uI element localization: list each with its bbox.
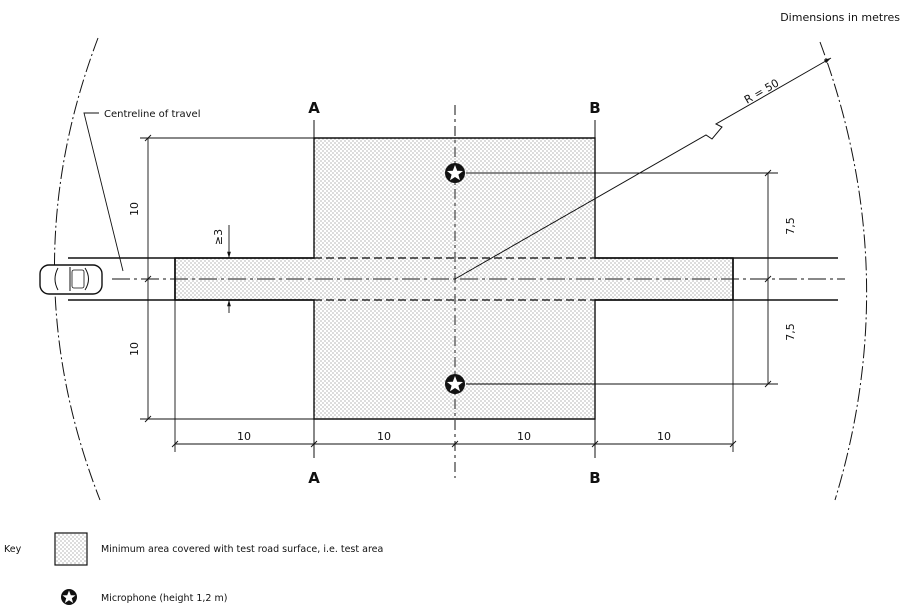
key-test-area-swatch: [54, 532, 88, 566]
radius-circle-right-arc: [819, 41, 868, 501]
length-dimension: [171, 300, 737, 452]
mic-offset-lower: 7,5: [784, 323, 797, 341]
radius-circle-left-arc: [54, 37, 101, 501]
units-note: Dimensions in metres: [780, 11, 900, 24]
height-lower: 10: [128, 342, 141, 356]
section-label-b-top: B: [589, 99, 600, 117]
mic-offset-dimension: [466, 169, 778, 388]
length-segment-1: 10: [237, 430, 251, 443]
microphone-lower-icon: [445, 374, 465, 394]
radius-leader: [454, 57, 832, 280]
section-label-a-top: A: [308, 99, 320, 117]
radius-label: R = 50: [742, 76, 781, 106]
key-microphone-icon: [61, 589, 77, 605]
section-label-a-bottom: A: [308, 469, 320, 487]
height-dimension: [140, 134, 314, 423]
min-width-label: ≥3: [212, 229, 225, 245]
length-segment-2: 10: [377, 430, 391, 443]
key-title: Key: [4, 544, 22, 555]
key-microphone-label: Microphone (height 1,2 m): [101, 593, 227, 604]
centreline-leader: [83, 112, 124, 272]
centreline-label: Centreline of travel: [104, 109, 201, 120]
section-label-b-bottom: B: [589, 469, 600, 487]
section-lines: [313, 120, 596, 458]
key-test-area-label: Minimum area covered with test road surf…: [101, 544, 383, 555]
lane-edge-dashes: [314, 257, 595, 301]
vehicle-icon: [39, 264, 103, 295]
road-edges: [68, 257, 838, 301]
length-segment-4: 10: [657, 430, 671, 443]
length-segment-3: 10: [517, 430, 531, 443]
mic-offset-upper: 7,5: [784, 217, 797, 235]
height-upper: 10: [128, 202, 141, 216]
microphone-upper-icon: [445, 163, 465, 183]
